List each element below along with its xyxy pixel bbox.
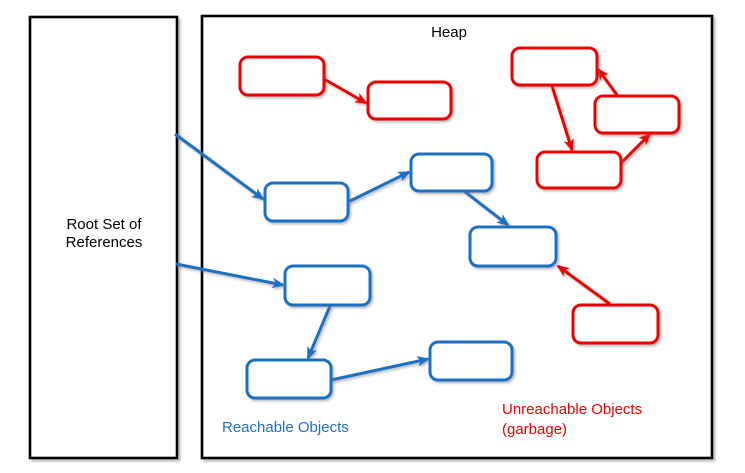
edge-b5-to-b6: [330, 356, 430, 382]
heap-label: Heap: [431, 24, 467, 41]
object-node-r1: [238, 55, 326, 97]
object-node-r5: [535, 150, 623, 190]
object-node-r2: [366, 80, 453, 121]
edge-r1-to-r2: [323, 77, 368, 105]
edges-group: [174, 67, 652, 384]
object-node-b5: [245, 358, 333, 400]
root-set-frame: [28, 15, 179, 460]
edge-root-set-to-b4: [175, 262, 285, 289]
edge-r4-to-r3: [596, 67, 619, 96]
edge-b1-to-b2: [347, 170, 411, 204]
object-node-r4: [593, 94, 681, 135]
edge-r6-to-b3: [556, 264, 611, 306]
object-node-r3: [510, 46, 599, 87]
root-set-label: Root Set of References: [65, 216, 143, 251]
unreachable-objects-legend: Unreachable Objects (garbage): [502, 401, 643, 438]
reachable-objects-legend: Reachable Objects: [222, 419, 349, 436]
object-node-b3: [468, 225, 558, 268]
edge-root-set-to-b1: [174, 132, 265, 201]
edge-b2-to-b3: [463, 189, 510, 227]
object-node-b6: [428, 340, 514, 382]
edge-r5-to-r4: [619, 132, 652, 165]
object-node-b4: [283, 264, 372, 307]
object-node-r6: [571, 303, 660, 345]
object-node-b2: [409, 152, 494, 193]
edge-r3-to-r5: [550, 85, 574, 152]
edge-b4-to-b5: [306, 305, 332, 360]
object-node-b1: [263, 181, 350, 223]
nodes-group: [238, 46, 681, 400]
